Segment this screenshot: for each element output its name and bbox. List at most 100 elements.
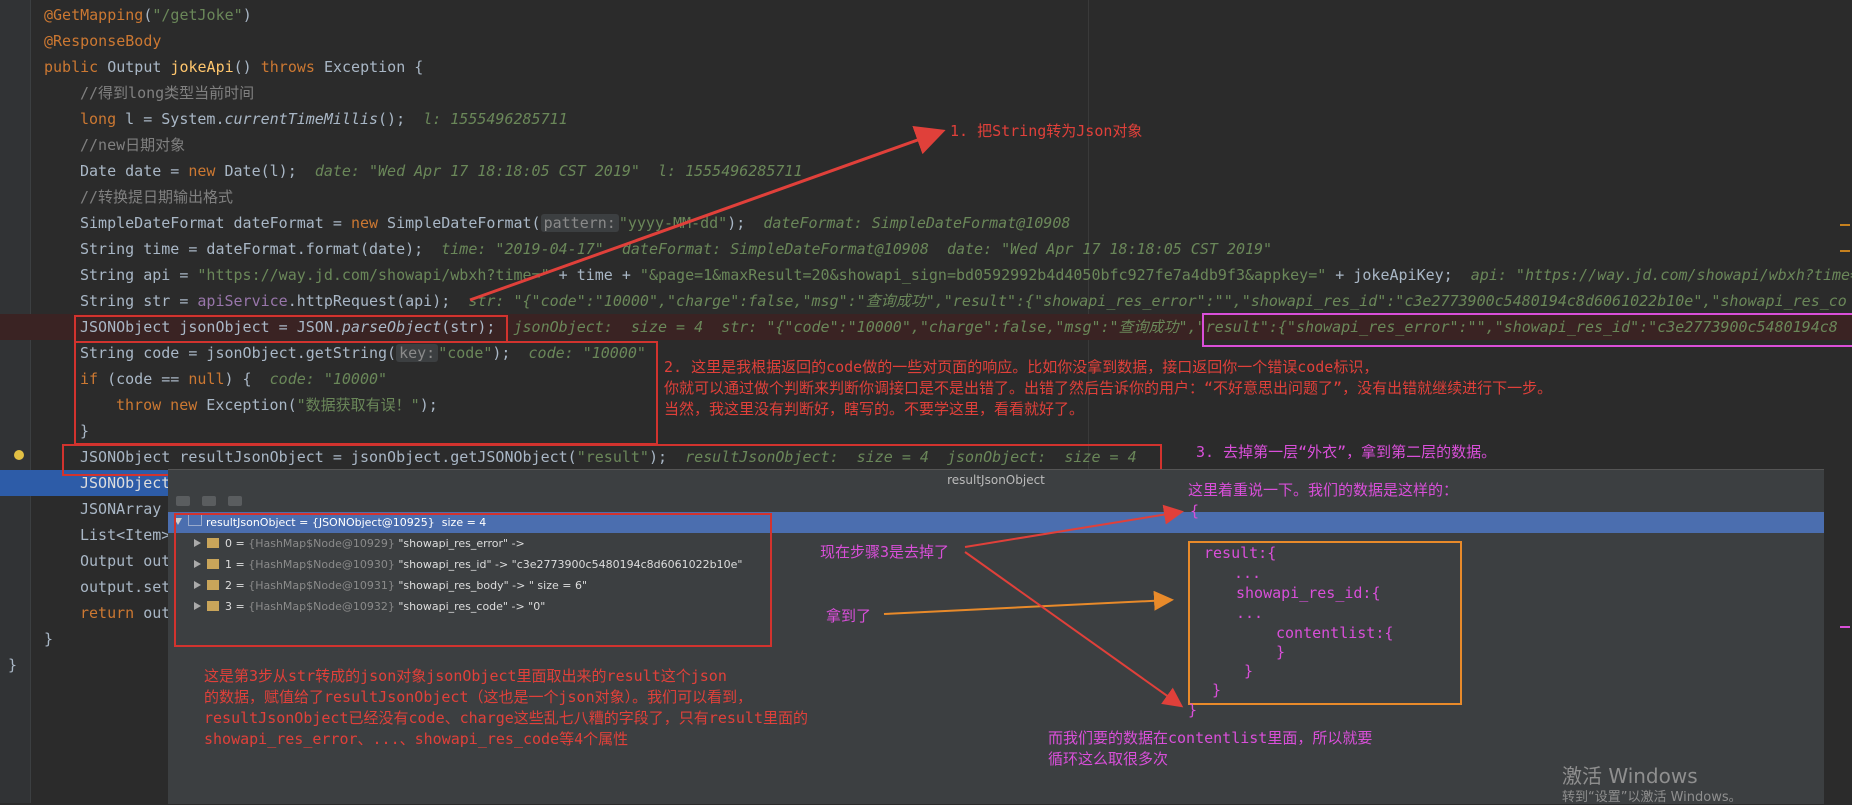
field-icon <box>207 601 219 611</box>
comment: //new日期对象 <box>80 136 186 154</box>
parameter-hint: key: <box>396 344 439 362</box>
code-line: String str = apiService.httpRequest(api)… <box>80 288 1847 314</box>
annotation-explanation: 这是第3步从str转成的json对象jsonObject里面取出来的result… <box>204 667 808 748</box>
json-structure-box <box>1188 541 1462 705</box>
windows-activation-subtitle: 转到“设置”以激活 Windows。 <box>1562 790 1742 805</box>
debug-inline-value: api: "https://way.jd.com/showapi/wbxh?ti… <box>1470 266 1852 284</box>
debugger-entries-highlight-box <box>174 513 772 647</box>
json-line: ... <box>1234 564 1262 582</box>
code-line: //new日期对象 <box>80 132 185 158</box>
editor-gutter <box>0 0 31 803</box>
annotation-text: @ResponseBody <box>44 32 162 50</box>
json-brace: } <box>1188 701 1198 719</box>
string-literal: "code" <box>438 344 493 362</box>
tree-node[interactable]: 3 = {HashMap$Node@10932} "showapi_res_co… <box>168 596 1824 617</box>
popup-title: resultJsonObject <box>168 470 1824 490</box>
field-icon <box>207 538 219 548</box>
code-token: } <box>80 422 90 440</box>
method-name: jokeApi <box>170 58 234 76</box>
code-token: ); <box>492 344 529 362</box>
code-token: ); <box>419 396 438 414</box>
code-line: @GetMapping("/getJoke") <box>44 2 252 28</box>
code-line: String code = jsonObject.getString(key:"… <box>80 340 646 366</box>
entry-index: 0 = <box>225 537 249 550</box>
keyword: long <box>80 110 117 128</box>
entry-value: "showapi_res_id" -> "c3e2773900c5480194c… <box>394 558 743 571</box>
code-token: JSONArray <box>80 500 162 518</box>
code-token: JSONObject resultJsonObject = jsonObject… <box>80 448 577 466</box>
code-token: Exception( <box>197 396 297 414</box>
code-token: String code = jsonObject.getString( <box>80 344 397 362</box>
expand-icon[interactable] <box>194 581 201 589</box>
parameter-hint: pattern: <box>540 214 619 232</box>
code-token: l = System. <box>116 110 225 128</box>
code-token: String api = <box>80 266 198 284</box>
collapse-icon[interactable] <box>174 518 182 525</box>
method-name: currentTimeMillis <box>224 110 379 128</box>
scroll-marker[interactable] <box>1840 626 1850 628</box>
code-token: Date date = <box>80 162 189 180</box>
code-token: JSONObject <box>80 474 171 492</box>
annotation-step1: 1. 把String转为Json对象 <box>950 122 1143 140</box>
pin-icon[interactable] <box>176 496 190 506</box>
debug-inline-value: time: "2019-04-17" dateFormat: SimpleDat… <box>441 240 1273 258</box>
code-line: output.set <box>80 574 170 600</box>
comment: //得到long类型当前时间 <box>80 84 255 102</box>
back-icon[interactable] <box>202 496 216 506</box>
scroll-marker[interactable] <box>1840 224 1850 226</box>
entry-index: 2 = <box>225 579 249 592</box>
code-line: } <box>80 418 89 444</box>
string-literal: "result" <box>576 448 649 466</box>
keyword: throws <box>260 58 315 76</box>
code-line: } <box>44 626 53 652</box>
code-token: JSONObject jsonObject = JSON. <box>80 318 342 336</box>
debug-inline-value: code: "10000" <box>269 370 388 388</box>
debug-inline-value: date: "Wed Apr 17 18:18:05 CST 2019" l: … <box>314 162 803 180</box>
code-token: (str); <box>441 318 514 336</box>
lightbulb-icon[interactable] <box>14 450 24 460</box>
code-token: (code == <box>98 370 189 388</box>
tree-node[interactable]: 1 = {HashMap$Node@10930} "showapi_res_id… <box>168 554 1824 575</box>
right-margin-guide <box>1088 0 1089 803</box>
code-token: () <box>233 58 261 76</box>
code-token: List<Item> <box>80 526 171 544</box>
code-token: SimpleDateFormat( <box>378 214 541 232</box>
code-line: JSONArray <box>80 496 161 522</box>
code-token: Exception { <box>314 58 424 76</box>
method-name: parseObject <box>341 318 442 336</box>
scroll-marker[interactable] <box>1840 250 1850 252</box>
code-token: ( <box>143 6 153 24</box>
expand-icon[interactable] <box>194 602 201 610</box>
code-token: Output <box>98 58 171 76</box>
keyword: if <box>80 370 99 388</box>
code-line: @ResponseBody <box>44 28 161 54</box>
keyword: return <box>80 604 135 622</box>
json-line: showapi_res_id:{ <box>1236 584 1381 602</box>
expand-icon[interactable] <box>194 560 201 568</box>
tree-node[interactable]: 2 = {HashMap$Node@10931} "showapi_res_bo… <box>168 575 1824 596</box>
code-line: List<Item> <box>80 522 170 548</box>
code-token: Output out <box>80 552 171 570</box>
code-line: } <box>8 652 17 678</box>
editor-scrollbar-markers[interactable] <box>1838 220 1852 628</box>
code-line: Date date = new Date(l); date: "Wed Apr … <box>80 158 802 184</box>
expand-icon[interactable] <box>194 539 201 547</box>
code-line: if (code == null) { code: "10000" <box>80 366 387 392</box>
entry-value: "showapi_res_error" -> <box>394 537 529 550</box>
parse-object-highlight-box <box>74 315 508 343</box>
forward-icon[interactable] <box>228 496 242 506</box>
code-line: //得到long类型当前时间 <box>80 80 254 106</box>
code-token: String str = <box>80 292 198 310</box>
code-line: //转换提日期输出格式 <box>80 184 233 210</box>
code-line: String api = "https://way.jd.com/showapi… <box>80 262 1852 288</box>
keyword: new <box>188 162 216 180</box>
entry-value: "showapi_res_body" -> " size = 6" <box>394 579 587 592</box>
code-token: ); <box>727 214 764 232</box>
annotation-step3: 3. 去掉第一层“外衣”，拿到第二层的数据。 <box>1196 443 1497 461</box>
code-line: JSONObject <box>80 470 170 496</box>
json-line: contentlist:{ <box>1276 624 1394 642</box>
entry-index: 1 = <box>225 558 249 571</box>
code-token: } <box>8 656 18 674</box>
annotation-got: 拿到了 <box>826 607 872 625</box>
tree-node[interactable]: 0 = {HashMap$Node@10929} "showapi_res_er… <box>168 533 1824 554</box>
